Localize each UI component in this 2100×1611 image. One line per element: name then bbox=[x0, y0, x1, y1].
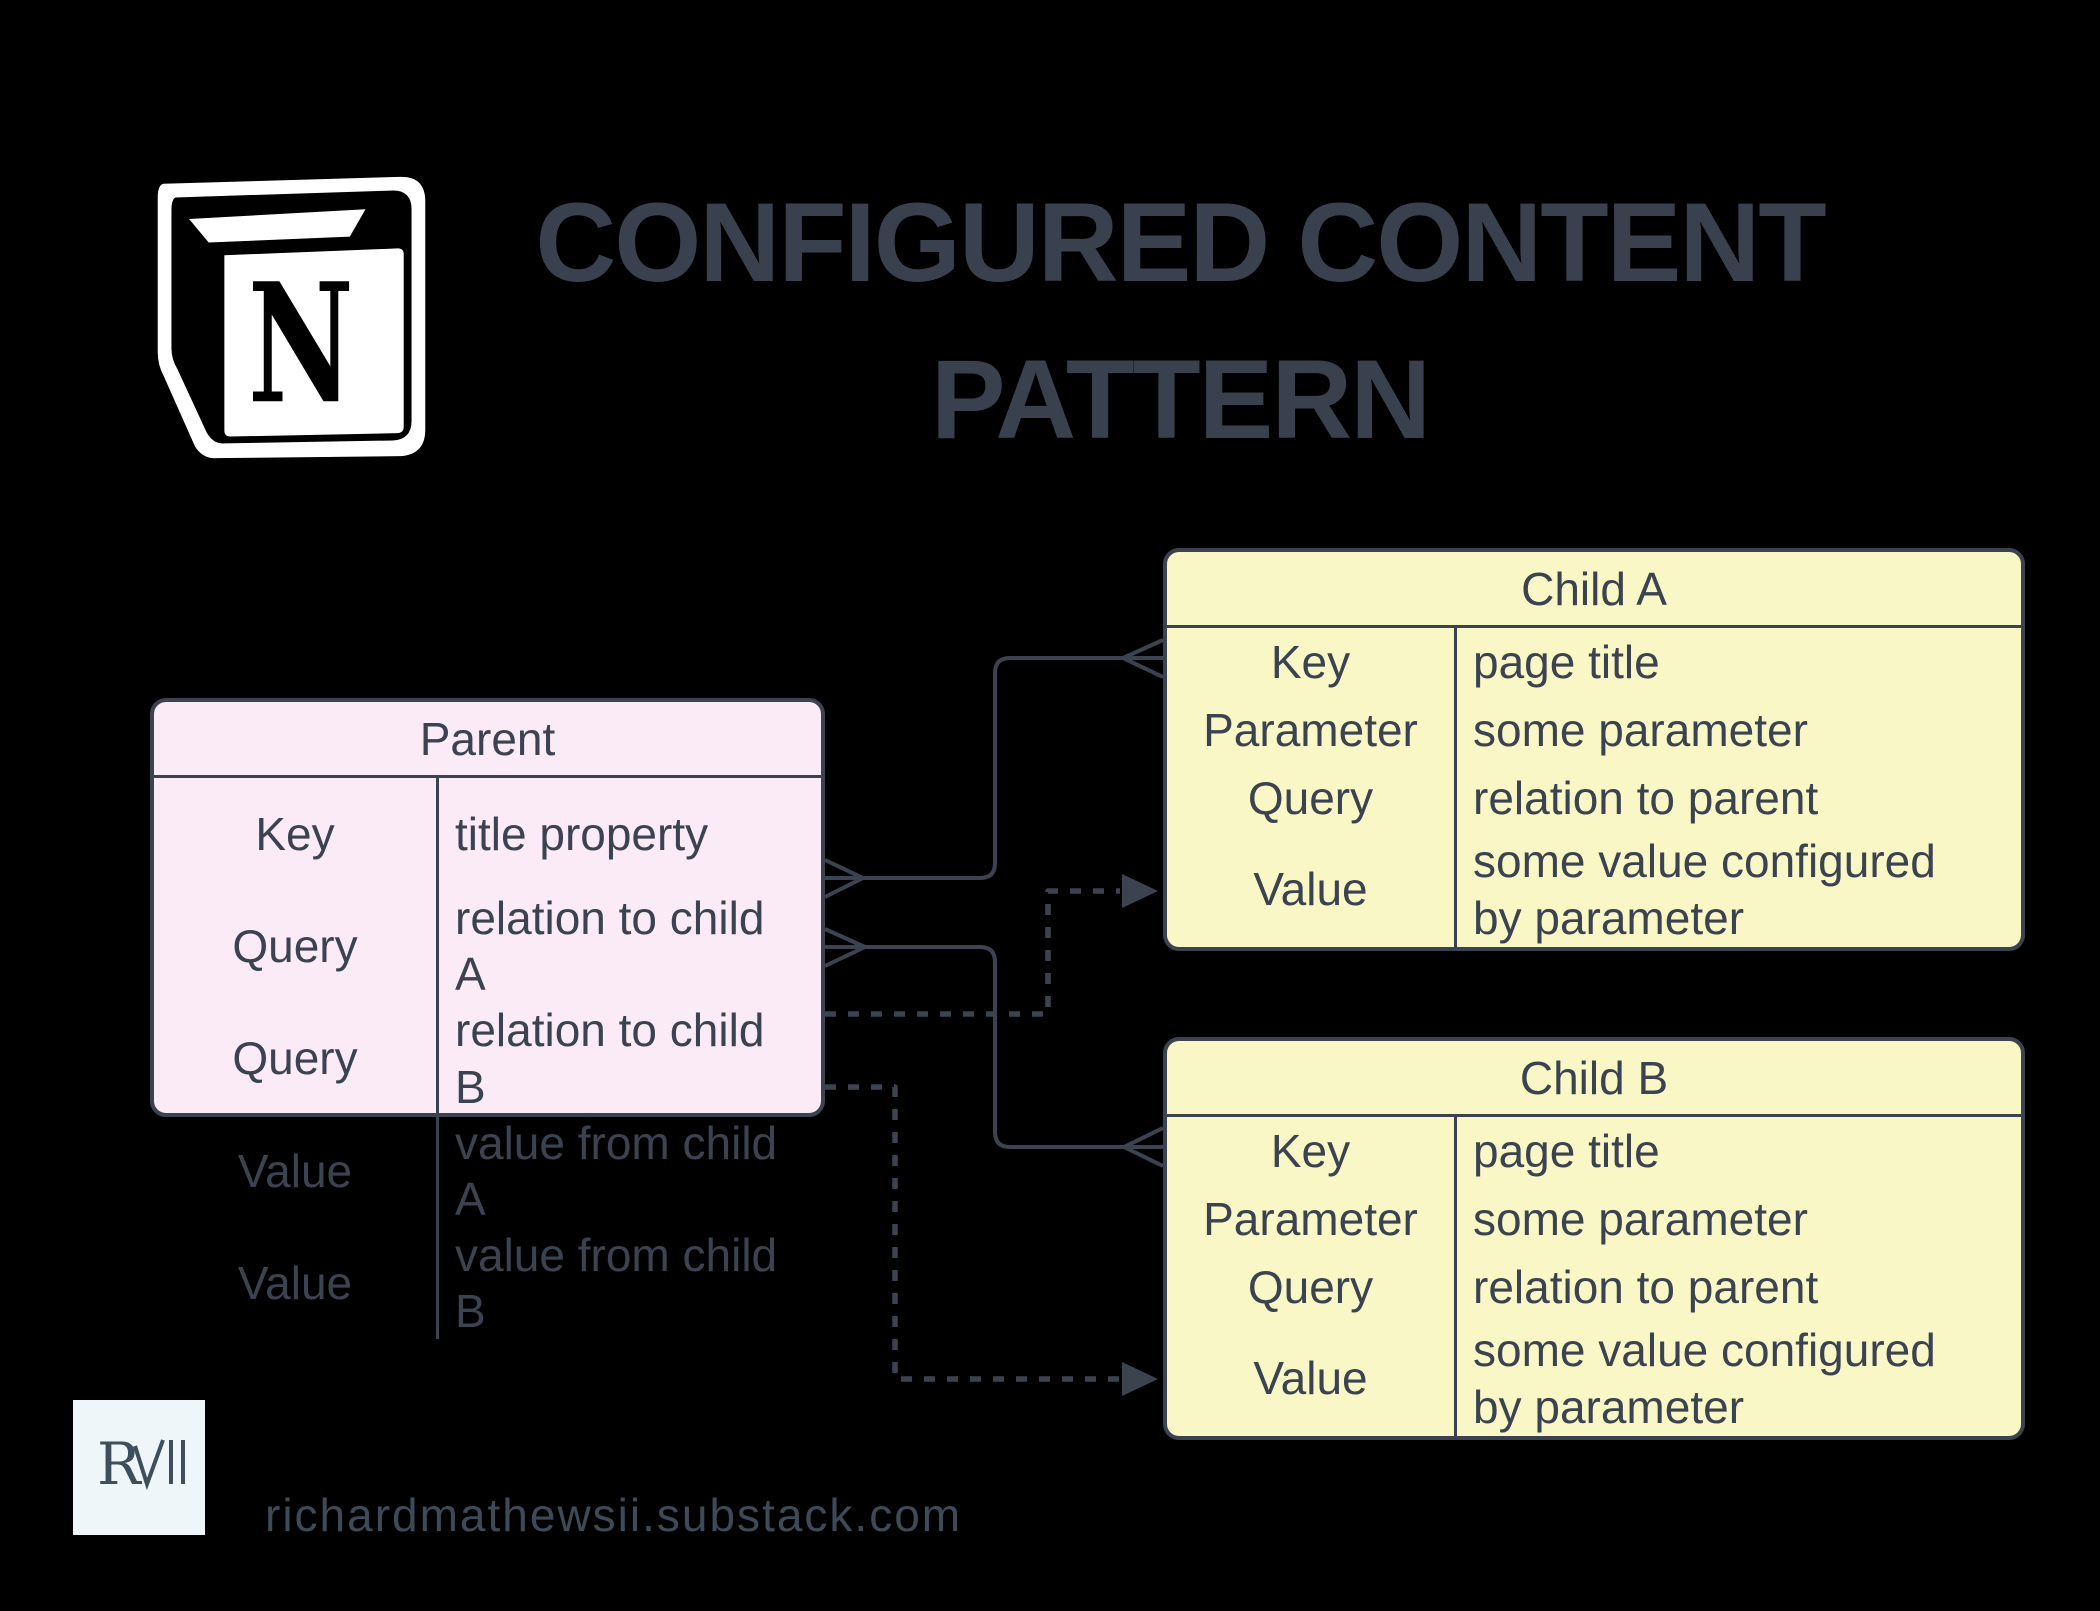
rmii-logo-r: R bbox=[97, 1430, 143, 1498]
parent-row-3-key: Value bbox=[154, 1114, 439, 1227]
child-b-table-title: Child B bbox=[1167, 1041, 2021, 1117]
arrowhead-icon-childB bbox=[1122, 1362, 1158, 1396]
child-a-row-3-value: some value configured by parameter bbox=[1473, 835, 1936, 944]
child-b-row-3-value: some value configured by parameter bbox=[1473, 1324, 1936, 1433]
child-b-row-0-key: Key bbox=[1167, 1117, 1457, 1185]
crowfoot-icon-childA bbox=[1121, 638, 1164, 679]
child-b-table-body: Key page title Parameter some parameter … bbox=[1167, 1117, 2021, 1436]
parent-row-3-value: value from child A bbox=[455, 1116, 778, 1225]
page-title-line1: CONFIGURED CONTENT bbox=[535, 180, 1826, 305]
connector-parent-childB bbox=[865, 945, 1124, 1149]
parent-table: Parent Key title property Query relation… bbox=[150, 698, 825, 1340]
child-a-table: Child A Key page title Parameter some pa… bbox=[1163, 548, 2025, 951]
parent-row-4-value: value from child B bbox=[455, 1228, 778, 1337]
crowfoot-icon-parent-b bbox=[824, 927, 867, 968]
child-b-row-1-key: Parameter bbox=[1167, 1185, 1457, 1253]
child-a-row-2-value: relation to parent bbox=[1473, 771, 1819, 824]
parent-row-0-key: Key bbox=[154, 778, 439, 891]
page-title: CONFIGURED CONTENT PATTERN bbox=[430, 0, 1930, 500]
child-a-table-body: Key page title Parameter some parameter … bbox=[1167, 628, 2021, 947]
rmii-logo-m-check bbox=[133, 1439, 165, 1491]
child-b-row-2-value: relation to parent bbox=[1473, 1260, 1819, 1313]
child-a-row-3-key: Value bbox=[1167, 832, 1457, 947]
parent-row-0-value: title property bbox=[455, 808, 709, 861]
connector-value-childA bbox=[825, 888, 1120, 1017]
child-a-row-0-key: Key bbox=[1167, 628, 1457, 696]
notion-logo-icon: N bbox=[148, 170, 435, 464]
crowfoot-icon-childB bbox=[1122, 1126, 1164, 1168]
notion-logo-letter: N bbox=[248, 246, 354, 440]
child-a-row-2-key: Query bbox=[1167, 764, 1457, 832]
parent-row-2-key: Query bbox=[154, 1002, 439, 1115]
child-b-table: Child B Key page title Parameter some pa… bbox=[1163, 1037, 2025, 1440]
page-title-line2: PATTERN bbox=[930, 337, 1431, 462]
parent-row-2-value: relation to child B bbox=[455, 1004, 765, 1113]
rmii-logo: R bbox=[73, 1400, 205, 1535]
child-b-row-3-key: Value bbox=[1167, 1321, 1457, 1436]
child-a-row-1-value: some parameter bbox=[1473, 703, 1808, 756]
child-a-table-title: Child A bbox=[1167, 552, 2021, 628]
child-a-row-1-key: Parameter bbox=[1167, 696, 1457, 764]
parent-table-body: Key title property Query relation to chi… bbox=[154, 778, 821, 1340]
watermark-url: richardmathewsii.substack.com bbox=[265, 1489, 963, 1541]
parent-row-1-value: relation to child A bbox=[455, 892, 765, 1001]
connector-parent-childA bbox=[863, 656, 1123, 880]
parent-row-1-key: Query bbox=[154, 890, 439, 1003]
child-b-row-2-key: Query bbox=[1167, 1253, 1457, 1321]
arrowhead-icon-childA bbox=[1122, 874, 1158, 908]
child-b-row-0-value: page title bbox=[1473, 1124, 1660, 1177]
parent-row-4-key: Value bbox=[154, 1226, 439, 1340]
child-b-row-1-value: some parameter bbox=[1473, 1192, 1808, 1245]
parent-table-title: Parent bbox=[154, 702, 821, 778]
connector-value-childB bbox=[825, 1084, 1120, 1382]
crowfoot-icon-parent-a bbox=[824, 858, 865, 899]
child-a-row-0-value: page title bbox=[1473, 635, 1660, 688]
